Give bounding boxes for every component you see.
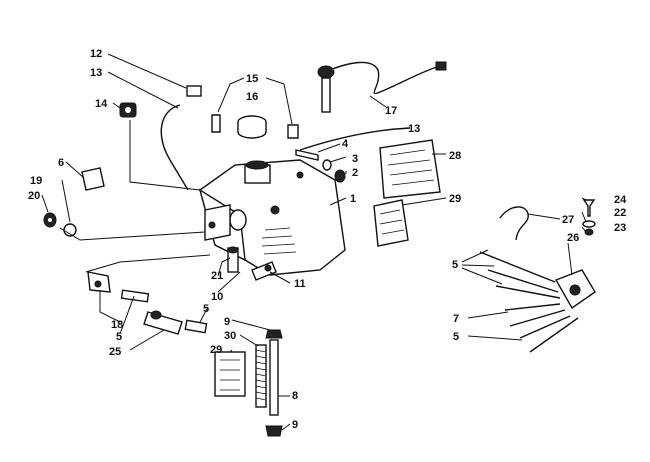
foam-pad-bottom <box>214 351 246 397</box>
label-18: 18 <box>111 319 123 331</box>
shutoff-valve <box>251 261 277 281</box>
label-8: 8 <box>292 390 298 402</box>
foam-pad-small <box>373 199 409 247</box>
label-20: 20 <box>28 190 40 202</box>
label-16: 16 <box>246 91 258 103</box>
label-28: 28 <box>449 150 461 162</box>
label-4: 4 <box>342 138 349 150</box>
label-19: 19 <box>30 175 42 187</box>
label-15: 15 <box>246 73 258 85</box>
label-26: 26 <box>567 232 579 244</box>
elbow-fitting <box>227 246 239 273</box>
label-17: 17 <box>385 105 397 117</box>
oil-pump <box>479 251 596 353</box>
label-13b: 13 <box>408 123 420 135</box>
label-5-center: 5 <box>203 303 209 315</box>
label-7: 7 <box>453 313 459 325</box>
label-5-lower: 5 <box>453 331 459 343</box>
leader-lines <box>41 53 587 431</box>
label-14: 14 <box>95 98 108 110</box>
fill-cap <box>237 115 267 139</box>
spring-clip <box>499 206 529 241</box>
label-11: 11 <box>294 278 306 290</box>
label-9-bottom: 9 <box>292 419 298 431</box>
screw-washers <box>582 199 596 236</box>
label-10: 10 <box>211 291 223 303</box>
oil-level-sensor <box>317 61 447 113</box>
label-1: 1 <box>350 193 356 205</box>
label-23: 23 <box>614 222 626 234</box>
bolt-washers <box>295 149 346 183</box>
label-9-top: 9 <box>224 316 230 328</box>
part-labels: 12 13 14 15 16 17 13 4 3 2 28 1 6 19 20 … <box>28 48 627 431</box>
label-12: 12 <box>90 48 102 60</box>
spring <box>255 344 267 408</box>
label-30: 30 <box>224 330 236 342</box>
label-29-bottom: 29 <box>210 344 222 356</box>
label-24: 24 <box>614 194 627 206</box>
label-21: 21 <box>211 270 223 282</box>
fitting <box>211 114 299 139</box>
label-29: 29 <box>449 193 461 205</box>
label-22: 22 <box>614 207 626 219</box>
label-2: 2 <box>352 167 358 179</box>
clip <box>186 85 202 97</box>
hose-clamp <box>265 329 283 339</box>
oil-line <box>269 339 279 416</box>
label-25: 25 <box>109 346 121 358</box>
oil-tank <box>198 159 346 276</box>
grommet <box>119 102 137 118</box>
foam-pad <box>379 139 441 199</box>
vent-hose <box>160 104 189 191</box>
label-3: 3 <box>352 153 358 165</box>
label-13: 13 <box>90 67 102 79</box>
decal <box>81 167 105 191</box>
short-hose <box>120 289 150 303</box>
label-6: 6 <box>58 157 64 169</box>
label-5-right: 5 <box>452 259 458 271</box>
check-valve <box>143 310 183 335</box>
bracket-assembly <box>87 271 111 293</box>
label-5-left: 5 <box>116 331 122 343</box>
label-27: 27 <box>562 214 574 226</box>
